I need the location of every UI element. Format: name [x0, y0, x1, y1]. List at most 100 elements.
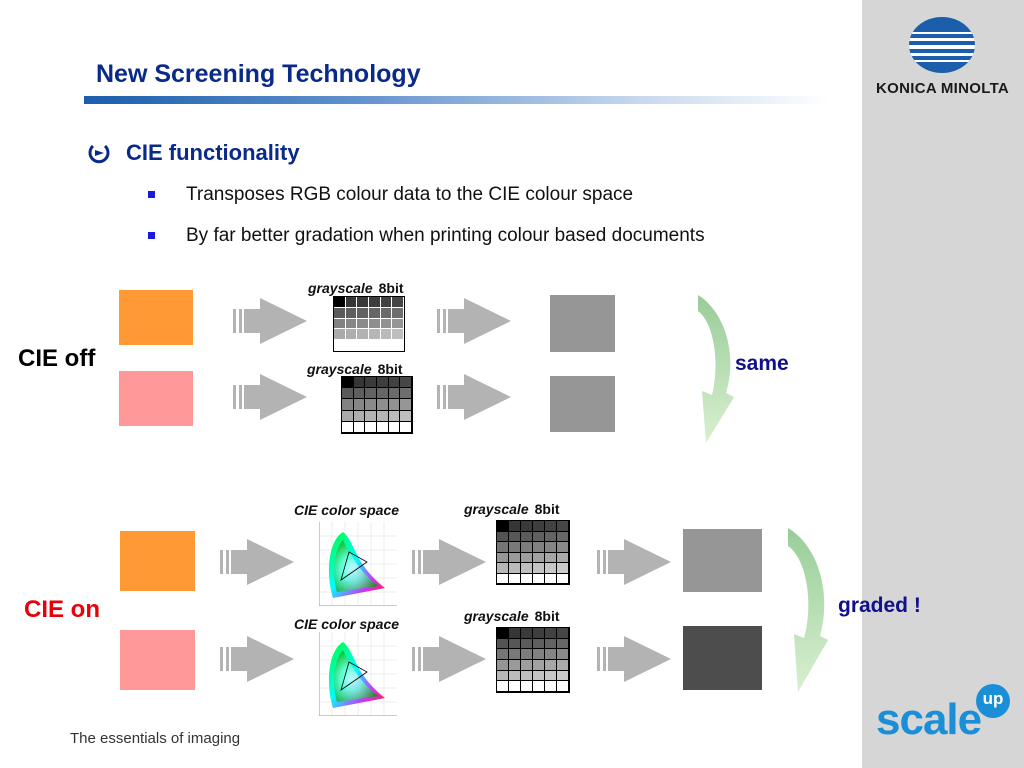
grayscale-cell	[545, 628, 557, 639]
grayscale-cell	[545, 521, 557, 532]
curved-down-arrow-icon	[698, 295, 734, 443]
grayscale-cell	[365, 410, 377, 422]
grayscale-cell	[545, 563, 557, 574]
grayscale-cell	[400, 399, 412, 411]
grayscale-cell	[392, 318, 404, 330]
grayscale-cell	[521, 660, 533, 671]
grayscale-cell	[521, 531, 533, 542]
grayscale-cell	[365, 388, 377, 400]
striped-right-arrow-icon	[233, 374, 307, 420]
grayscale-cell	[509, 628, 521, 639]
grayscale-cell	[497, 670, 509, 682]
grayscale-cell	[357, 297, 369, 308]
grayscale-cell	[345, 307, 358, 319]
grayscale-cell	[533, 542, 545, 553]
grayscale-cell	[342, 388, 354, 400]
grayscale-cell	[377, 399, 389, 411]
gray-output-box	[550, 376, 615, 432]
grayscale-cell	[509, 563, 521, 574]
gray-output-box	[683, 529, 762, 592]
grayscale-cell	[334, 307, 346, 319]
grayscale-grid	[496, 627, 570, 693]
grayscale-cell	[388, 377, 401, 389]
page-title: New Screening Technology	[96, 60, 421, 88]
square-bullet-icon	[148, 191, 155, 198]
grayscale-cell	[380, 340, 393, 351]
scale-logo-text: scale	[876, 695, 982, 744]
curved-down-arrow-icon	[788, 528, 828, 692]
grayscale-cell	[353, 399, 366, 411]
grayscale-cell	[497, 521, 509, 532]
cie-color-space-label: CIE color space	[294, 616, 400, 632]
grayscale-cell	[509, 552, 521, 563]
grayscale-cell	[545, 670, 557, 682]
grayscale-cell	[342, 377, 354, 389]
grayscale-cell	[380, 329, 393, 341]
grayscale-cell	[497, 660, 509, 671]
grayscale-cell	[545, 542, 557, 553]
grayscale-cell	[533, 660, 545, 671]
arrow-circle-icon	[88, 144, 110, 164]
dark-gray-output-box	[683, 626, 762, 690]
grayscale-cell	[400, 410, 412, 422]
cie-chromaticity-diagram	[319, 632, 397, 716]
scale-logo-badge: up	[976, 684, 1010, 718]
grayscale-cell	[353, 410, 366, 422]
grayscale-cell	[357, 318, 369, 330]
brand-sidebar	[862, 0, 1024, 768]
striped-right-arrow-icon	[233, 298, 307, 344]
grayscale-cell	[509, 638, 521, 650]
grayscale-cell	[533, 521, 545, 532]
grayscale-cell	[353, 388, 366, 400]
grayscale-cell	[521, 552, 533, 563]
grayscale-cell	[497, 573, 509, 584]
tagline: The essentials of imaging	[70, 730, 241, 747]
cie-off-label: CIE off	[18, 345, 96, 372]
grayscale-cell	[509, 542, 521, 553]
orange-swatch	[119, 290, 193, 345]
grayscale-grid	[333, 296, 405, 352]
grayscale-cell	[365, 399, 377, 411]
grayscale-cell	[545, 531, 557, 542]
grayscale-cell	[400, 388, 412, 400]
striped-right-arrow-icon	[220, 539, 294, 585]
grayscale-cell	[388, 399, 401, 411]
grayscale-cell	[377, 410, 389, 422]
grayscale-cell	[533, 649, 545, 660]
orange-swatch	[120, 531, 195, 591]
grayscale-cell	[334, 329, 346, 341]
grayscale-cell	[357, 340, 369, 351]
grayscale-cell	[521, 628, 533, 639]
cie-chromaticity-diagram	[319, 522, 397, 606]
grayscale-cell	[400, 377, 412, 389]
grayscale-cell	[497, 649, 509, 660]
grayscale-cell	[557, 638, 569, 650]
grayscale-cell	[557, 660, 569, 671]
pink-swatch	[120, 630, 195, 690]
grayscale-cell	[509, 531, 521, 542]
grayscale-grid	[341, 376, 413, 434]
grayscale-cell	[377, 421, 389, 433]
grayscale-cell	[400, 421, 412, 433]
grayscale-cell	[342, 410, 354, 422]
grayscale-cell	[557, 681, 569, 692]
grayscale-cell	[369, 297, 381, 308]
grayscale-cell	[533, 552, 545, 563]
striped-right-arrow-icon	[437, 298, 511, 344]
same-result-label: same	[735, 352, 789, 375]
company-logo-text: KONICA MINOLTA	[876, 80, 1010, 97]
grayscale-cell	[545, 638, 557, 650]
grayscale-cell	[392, 340, 404, 351]
grayscale-cell	[533, 573, 545, 584]
grayscale-cell	[533, 670, 545, 682]
grayscale-cell	[345, 340, 358, 351]
grayscale-cell	[509, 660, 521, 671]
grayscale-cell	[369, 329, 381, 341]
grayscale-cell	[392, 307, 404, 319]
grayscale-cell	[509, 521, 521, 532]
grayscale-cell	[497, 542, 509, 553]
grayscale-cell	[533, 638, 545, 650]
grayscale-cell	[353, 377, 366, 389]
grayscale-cell	[497, 681, 509, 692]
